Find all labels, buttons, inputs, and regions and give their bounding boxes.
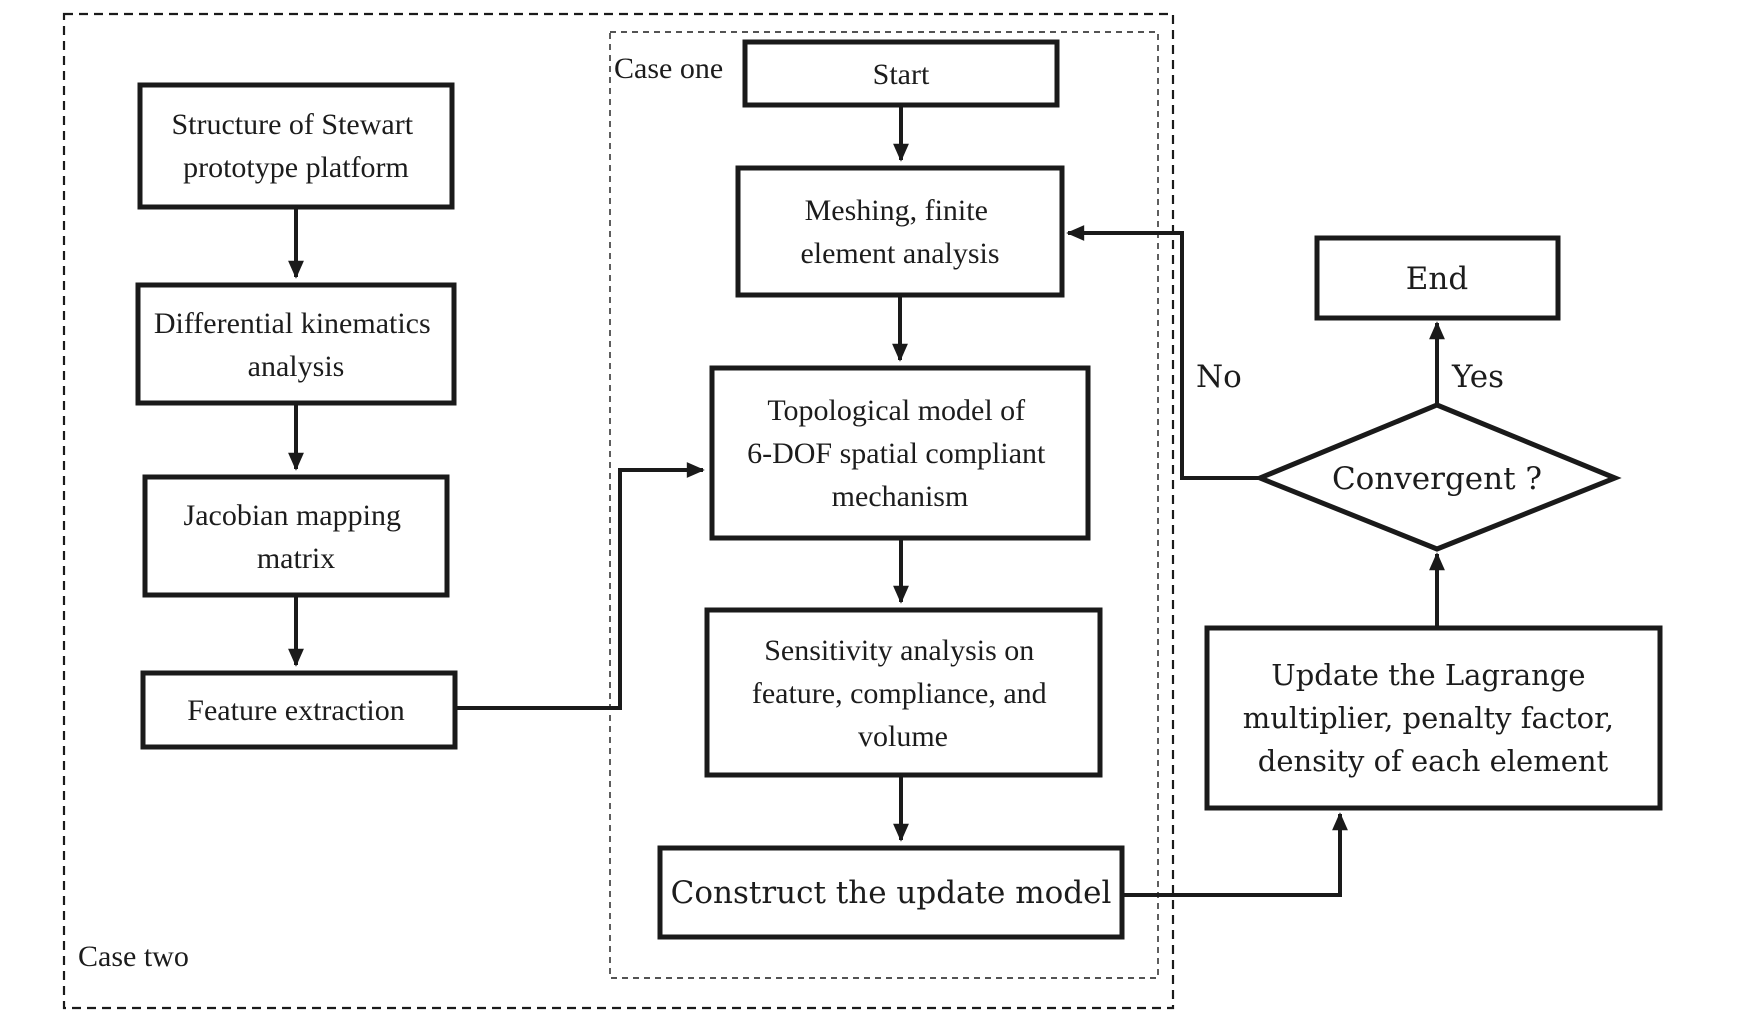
edge-feature-to-topological (455, 462, 705, 710)
node-start: Start (742, 39, 1060, 108)
node-topological: Topological model of 6-DOF spatial compl… (709, 365, 1091, 541)
case-one-label: Case one (614, 52, 723, 85)
node-topological-box (709, 365, 1091, 541)
node-meshing-label: Meshing, finite element analysis (800, 194, 999, 270)
node-structure-box (137, 82, 455, 210)
case-two-label: Case two (78, 940, 189, 973)
node-kinematics-label: Differential kinematics analysis (154, 307, 438, 383)
node-kinematics: Differential kinematics analysis (135, 282, 457, 406)
node-feature-label: Feature extraction (187, 694, 404, 727)
node-update-box (1204, 625, 1663, 811)
node-sensitivity: Sensitivity analysis on feature, complia… (704, 607, 1103, 778)
node-end: End (1314, 235, 1561, 321)
node-convergent-diamond (1253, 402, 1622, 552)
node-kinematics-box (135, 282, 457, 406)
node-meshing: Meshing, finite element analysis (735, 165, 1065, 298)
node-feature-box (140, 670, 458, 750)
edge-convergent-no-to-meshing (1066, 225, 1258, 480)
node-structure-label: Structure of Stewart prototype platform (171, 108, 420, 184)
node-topological-label: Topological model of 6-DOF spatial compl… (747, 394, 1053, 513)
node-jacobian-box (142, 474, 450, 598)
node-construct: Construct the update model (657, 845, 1125, 940)
node-feature: Feature extraction (140, 670, 458, 750)
node-start-label: Start (873, 58, 930, 91)
node-sensitivity-label: Sensitivity analysis on feature, complia… (752, 634, 1054, 753)
node-jacobian: Jacobian mapping matrix (142, 474, 450, 598)
node-start-box (742, 39, 1060, 108)
node-construct-label: Construct the update model (671, 875, 1112, 911)
edge-construct-to-update (1124, 812, 1348, 897)
node-construct-box (657, 845, 1125, 940)
node-end-label: End (1406, 261, 1468, 297)
node-structure: Structure of Stewart prototype platform (137, 82, 455, 210)
node-end-box (1314, 235, 1561, 321)
edge-label-no: No (1196, 359, 1242, 395)
node-update-label: Update the Lagrange multiplier, penalty … (1243, 658, 1623, 778)
node-update: Update the Lagrange multiplier, penalty … (1204, 625, 1663, 811)
case-two-container (62, 12, 1175, 1010)
node-sensitivity-box (704, 607, 1103, 778)
node-convergent-label: Convergent ? (1332, 461, 1542, 497)
node-convergent: Convergent ? (1253, 402, 1622, 552)
node-meshing-box (735, 165, 1065, 298)
node-jacobian-label: Jacobian mapping matrix (184, 499, 409, 575)
edge-label-yes: Yes (1451, 359, 1504, 395)
